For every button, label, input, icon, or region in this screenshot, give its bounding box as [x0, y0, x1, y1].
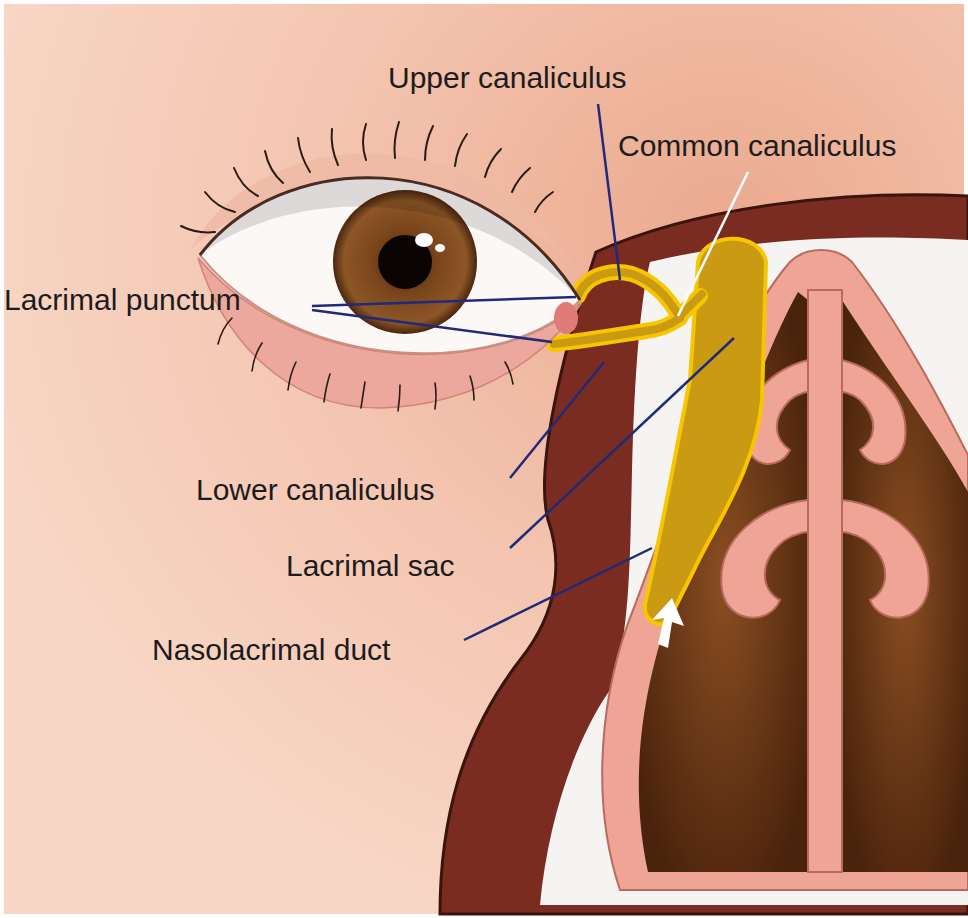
leader-line	[510, 338, 734, 548]
eyelash	[324, 374, 330, 402]
nasal-septum	[808, 290, 842, 872]
nasal-cavity	[842, 300, 968, 872]
caruncle	[554, 302, 578, 334]
eyelash	[455, 134, 467, 166]
turbinate	[842, 500, 929, 618]
eyelash	[265, 151, 283, 183]
part-label: Lacrimal sac	[286, 548, 454, 584]
eyelash	[361, 382, 365, 408]
eyelash	[298, 138, 310, 172]
leader-line	[464, 548, 652, 640]
eyelash	[505, 362, 513, 384]
flow-arrow	[652, 598, 684, 648]
sclera	[200, 178, 580, 354]
part-label: Lacrimal punctum	[4, 282, 241, 318]
part-label: Common canaliculus	[618, 128, 896, 164]
part-label: Lower canaliculus	[196, 472, 434, 508]
eyelash	[512, 168, 530, 192]
eyelash	[181, 226, 215, 232]
eyelash	[363, 124, 366, 160]
eyelash	[535, 192, 553, 212]
iris-group	[200, 178, 580, 334]
eyelash	[470, 376, 474, 400]
canaliculus-outline	[578, 272, 680, 318]
eyelash	[425, 126, 433, 160]
eyelash	[395, 122, 400, 158]
turbinate	[842, 360, 906, 464]
eyelash	[288, 362, 296, 390]
eyelash	[398, 385, 400, 411]
leader-line	[598, 104, 620, 280]
eyelash	[485, 149, 501, 177]
eyelash	[332, 129, 338, 165]
leader-line	[510, 362, 604, 478]
leader-line	[312, 310, 552, 342]
eyelash	[234, 168, 258, 196]
eyelash	[252, 343, 262, 371]
upper-canaliculus	[578, 272, 680, 318]
leader-line	[678, 172, 748, 316]
eyelash	[218, 318, 232, 344]
eyelash	[205, 192, 235, 212]
eyelash	[435, 383, 436, 409]
leader-line	[312, 297, 576, 306]
eyelashes	[181, 122, 553, 232]
turbinate	[721, 500, 808, 618]
part-label: Nasolacrimal duct	[152, 632, 390, 668]
highlight	[435, 244, 445, 252]
part-label: Upper canaliculus	[388, 60, 626, 96]
highlight	[415, 233, 433, 247]
